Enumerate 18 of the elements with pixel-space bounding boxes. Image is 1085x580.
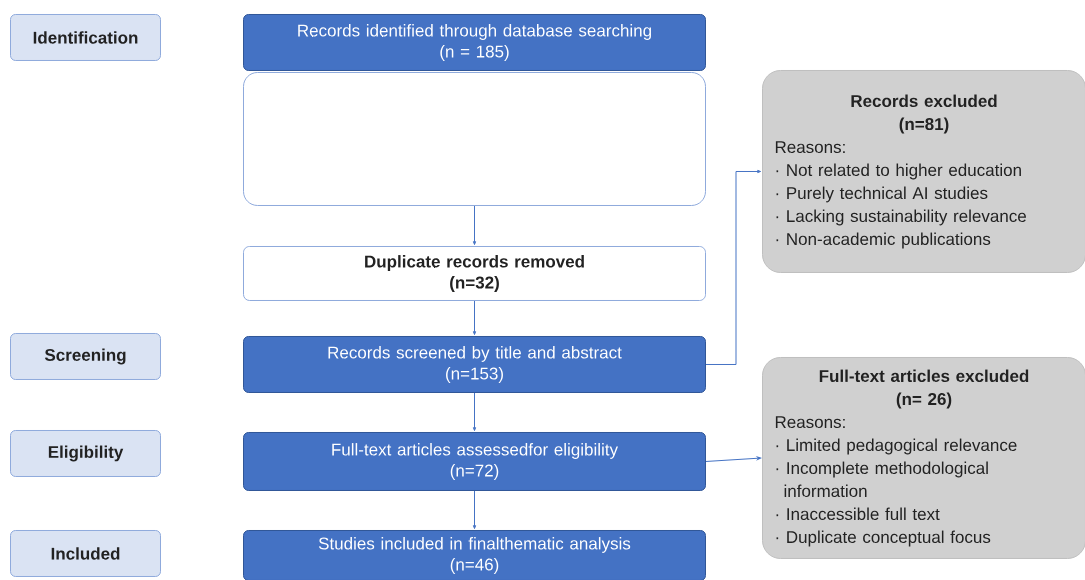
process-box: Duplicate records removed (n=32) [243, 246, 706, 301]
arrow [705, 169, 762, 365]
exclusion-box: Records excluded (n=81) Reasons: · Not related to higher education · Purely technical AI studies · Lacking sustainability relevance · Non-academic publications [762, 70, 1085, 273]
stage-label: Included [10, 530, 161, 577]
stage-label: Identification [10, 14, 161, 61]
arrow [472, 392, 477, 432]
process-box: Records screened by title and abstract (n=153) [243, 336, 706, 393]
exclusion-box: Full-text articles excluded (n= 26) Reasons: · Limited pedagogical relevance · Incomplete methodological information · Inaccessible full text · Duplicate conceptual focus [762, 357, 1085, 559]
process-box: Records identified through database searching (n = 185) [243, 14, 706, 71]
arrow [705, 456, 762, 462]
process-box: Full-text articles assessedfor eligibility (n=72) [243, 432, 706, 491]
arrow [472, 205, 477, 246]
empty-box [243, 72, 706, 206]
arrow [472, 300, 477, 336]
arrow [472, 490, 477, 530]
stage-label: Eligibility [10, 430, 161, 477]
stage-label: Screening [10, 333, 161, 380]
process-box: Studies included in finalthematic analysis (n=46) [243, 530, 706, 580]
